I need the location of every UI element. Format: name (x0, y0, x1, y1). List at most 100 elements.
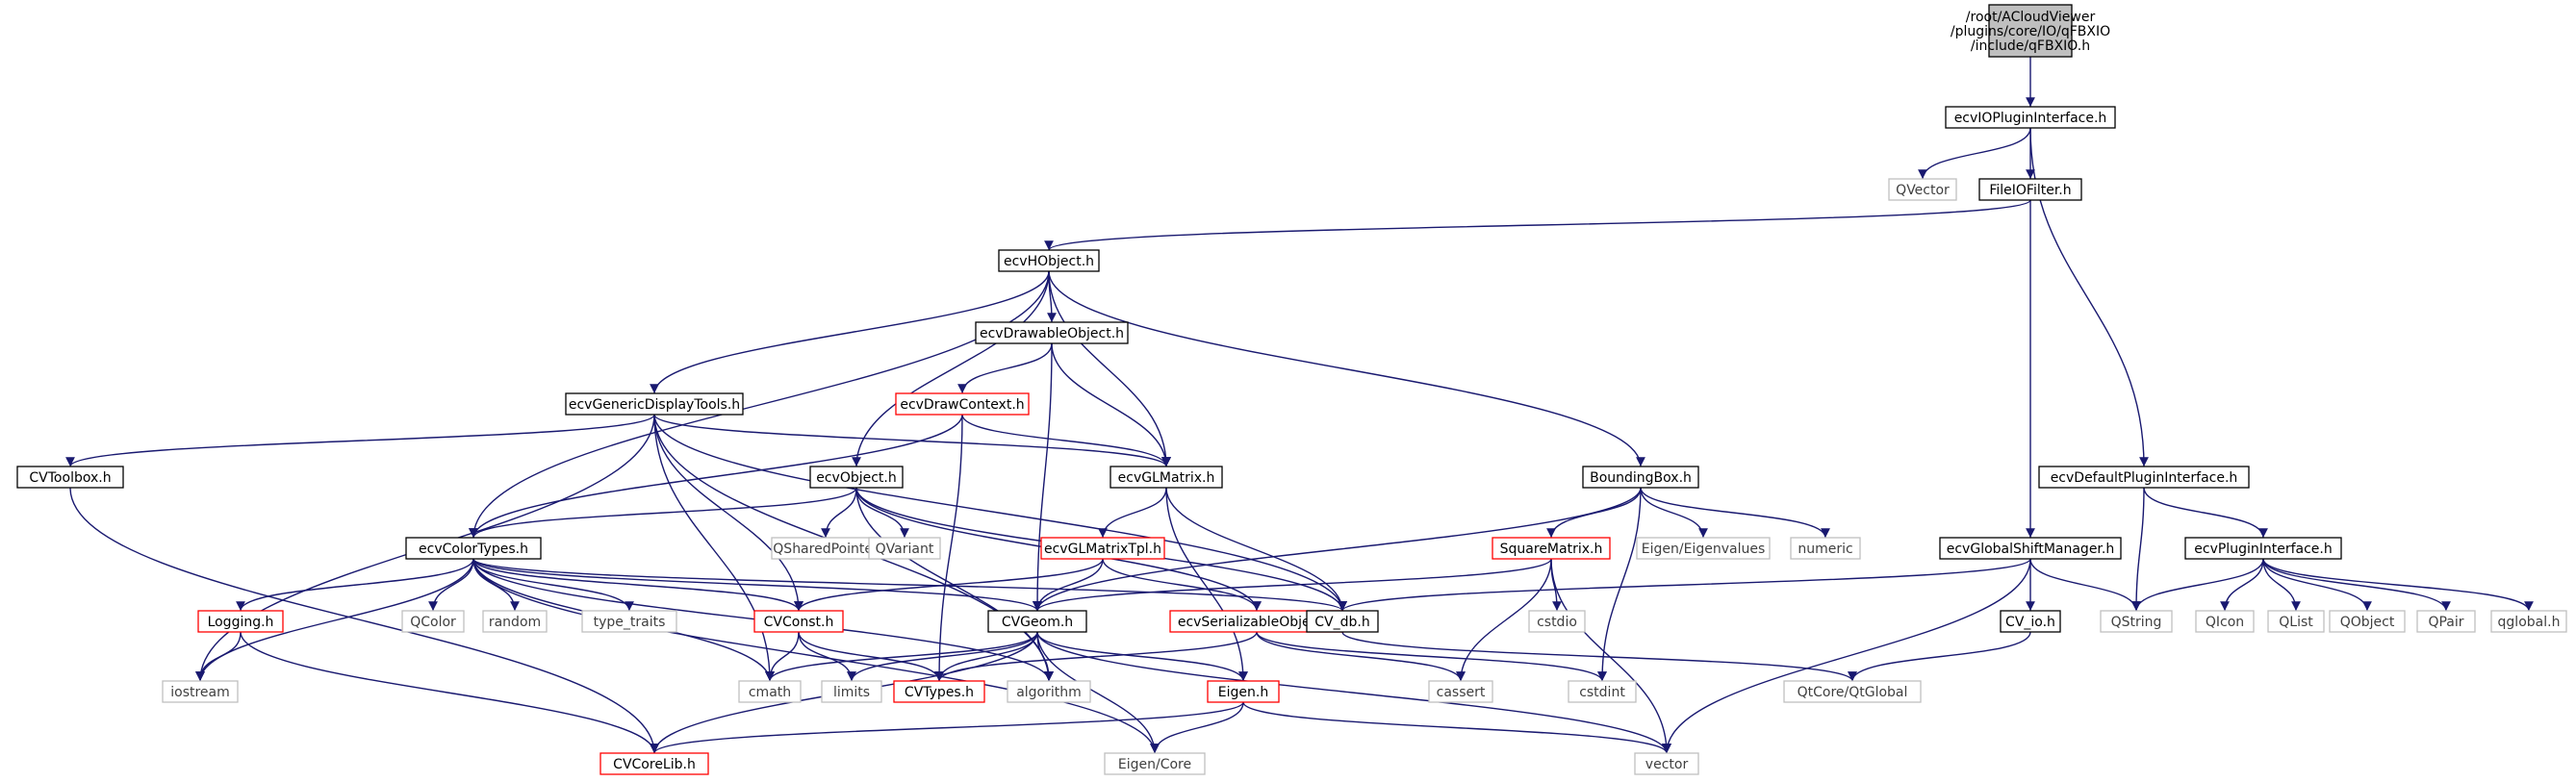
node-box (1207, 680, 1280, 703)
edge-ecvplugininterface-to-qglobal (2262, 558, 2534, 612)
node-fileiofilter[interactable]: FileIOFilter.h (1978, 178, 2082, 201)
node-box (2100, 610, 2173, 633)
node-label: random (489, 615, 541, 630)
node-cvconst[interactable]: CVConst.h (753, 610, 844, 633)
edge-cvconst-to-cmath (765, 631, 800, 682)
node-cvtypes[interactable]: CVTypes.h (893, 680, 985, 703)
node-label: cstdio (1537, 615, 1577, 630)
node-cvgeom[interactable]: CVGeom.h (987, 610, 1087, 633)
node-label: cassert (1437, 685, 1486, 700)
node-ecvcolortypes[interactable]: ecvColorTypes.h (405, 537, 542, 560)
edge-ecvgenericdisplaytools-to-cv-db (653, 414, 1347, 612)
node-boundingbox[interactable]: BoundingBox.h (1582, 466, 1699, 489)
edge-ecvobject-to-qvariant (855, 487, 909, 539)
node-label: CVTypes.h (905, 685, 974, 700)
node-box (753, 610, 844, 633)
node-qvector: QVector (1888, 178, 1957, 201)
node-label: Eigen.h (1218, 685, 1268, 700)
node-numeric: numeric (1790, 537, 1861, 560)
edge-ecvcolortypes-to-cv-db (472, 558, 1347, 612)
node-box (1306, 610, 1379, 633)
node-label: vector (1645, 757, 1689, 772)
node-label: ecvDrawableObject.h (980, 326, 1124, 341)
edge-ecvhobject-to-ecvglmatrix (1048, 270, 1171, 467)
edge-squarematrix-to-cvgeom (1033, 558, 1552, 612)
node-box (2490, 610, 2567, 633)
node-box (2267, 610, 2325, 633)
node-label: ecvDefaultPluginInterface.h (2051, 470, 2238, 486)
node-box (197, 610, 284, 633)
node-eigenh[interactable]: Eigen.h (1207, 680, 1280, 703)
node-label: CVGeom.h (1002, 615, 1073, 630)
node-ecvhobject[interactable]: ecvHObject.h (998, 249, 1100, 272)
node-box (998, 249, 1100, 272)
node-ecvgenericdisplaytools[interactable]: ecvGenericDisplayTools.h (565, 392, 744, 416)
edge-ecvioplugininterface-to-qvector (1918, 127, 2031, 180)
node-box (1988, 4, 2073, 58)
edge-ecvgenericdisplaytools-to-cmath (653, 414, 775, 682)
edge-eigenh-to-vector (1242, 701, 1671, 754)
edge-cvconst-to-cvtypes (798, 631, 944, 682)
node-box (1634, 752, 1699, 775)
node-qstring: QString (2100, 610, 2173, 633)
node-label: CVCoreLib.h (613, 757, 696, 772)
node-cvcorelib[interactable]: CVCoreLib.h (599, 752, 709, 775)
node-box (893, 680, 985, 703)
node-eigeneigenvalues: Eigen/Eigenvalues (1636, 537, 1771, 560)
node-ecvglmatrix[interactable]: ecvGLMatrix.h (1109, 466, 1223, 489)
edge-boundingbox-to-cstdint (1597, 487, 1642, 682)
node-label: ecvGenericDisplayTools.h (569, 397, 740, 413)
node-label: ecvGLMatrix.h (1118, 470, 1215, 486)
node-box (565, 392, 744, 416)
edge-ecvcolortypes-to-eigencore (472, 558, 1160, 754)
node-label: Eigen/Core (1118, 757, 1191, 772)
edge-ecvcolortypes-to-iostream (195, 558, 474, 682)
edge-ecvplugininterface-to-qobject (2262, 558, 2372, 612)
node-ecvioplugininterface[interactable]: ecvIOPluginInterface.h (1945, 106, 2116, 129)
node-box (1888, 178, 1957, 201)
node-label: ecvHObject.h (1004, 254, 1094, 269)
node-ecvglmatrixtpl[interactable]: ecvGLMatrixTpl.h (1040, 537, 1165, 560)
edge-ecvserializableobject-to-cvtypes (934, 631, 1258, 682)
node-label: QObject (2340, 615, 2395, 630)
node-box (401, 610, 465, 633)
node-box (16, 466, 124, 489)
edge-fileiofilter-to-ecvhobject (1044, 199, 2031, 251)
node-box (895, 392, 1030, 416)
node-qsharedpointer: QSharedPointer (771, 537, 880, 560)
node-iostream: iostream (162, 680, 239, 703)
node-box (1790, 537, 1861, 560)
node-ecvdrawableobject[interactable]: ecvDrawableObject.h (975, 321, 1129, 344)
edge-ecvdrawableobject-to-ecvdrawcontext (957, 342, 1053, 394)
node-label: ecvGLMatrixTpl.h (1044, 542, 1161, 557)
edge-ecvglmatrix-to-ecvglmatrixtpl (1098, 487, 1167, 539)
node-cvtoolbox[interactable]: CVToolbox.h (16, 466, 124, 489)
node-cv-io[interactable]: CV_io.h (2000, 610, 2061, 633)
node-ecvserializableobject[interactable]: ecvSerializableObject.h (1169, 610, 1344, 633)
edge-ecvglmatrix-to-cv-db (1165, 487, 1347, 612)
node-ecvdrawcontext[interactable]: ecvDrawContext.h (895, 392, 1030, 416)
edge-cvgeom-to-eigencore (1036, 631, 1160, 754)
node-label: CVConst.h (764, 615, 834, 630)
node-ecvobject[interactable]: ecvObject.h (809, 466, 904, 489)
node-ecvglobalshiftmanager[interactable]: ecvGlobalShiftManager.h (1939, 537, 2122, 560)
node-label: CVToolbox.h (29, 470, 111, 486)
edge-squarematrix-to-cassert (1456, 558, 1552, 682)
node-cmath: cmath (738, 680, 802, 703)
edge-ecvgenericdisplaytools-to-ecvglmatrix (653, 414, 1171, 467)
node-cv-db[interactable]: CV_db.h (1306, 610, 1379, 633)
edge-cvgeom-to-limits (847, 631, 1038, 682)
node-squarematrix[interactable]: SquareMatrix.h (1492, 537, 1611, 560)
node-ecvdefaultplugininterface[interactable]: ecvDefaultPluginInterface.h (2038, 466, 2250, 489)
node-qglobal: qglobal.h (2490, 610, 2567, 633)
edge-ecvobject-to-ecvcolortypes (469, 487, 857, 539)
node-root[interactable]: /root/ACloudViewer/plugins/core/IO/qFBXI… (1951, 4, 2110, 58)
node-label: iostream (170, 685, 230, 700)
node-logging[interactable]: Logging.h (197, 610, 284, 633)
node-box (2416, 610, 2476, 633)
edge-cvgeom-to-cmath (765, 631, 1038, 682)
node-box (482, 610, 548, 633)
node-ecvplugininterface[interactable]: ecvPluginInterface.h (2184, 537, 2342, 560)
node-algorithm: algorithm (1007, 680, 1091, 703)
